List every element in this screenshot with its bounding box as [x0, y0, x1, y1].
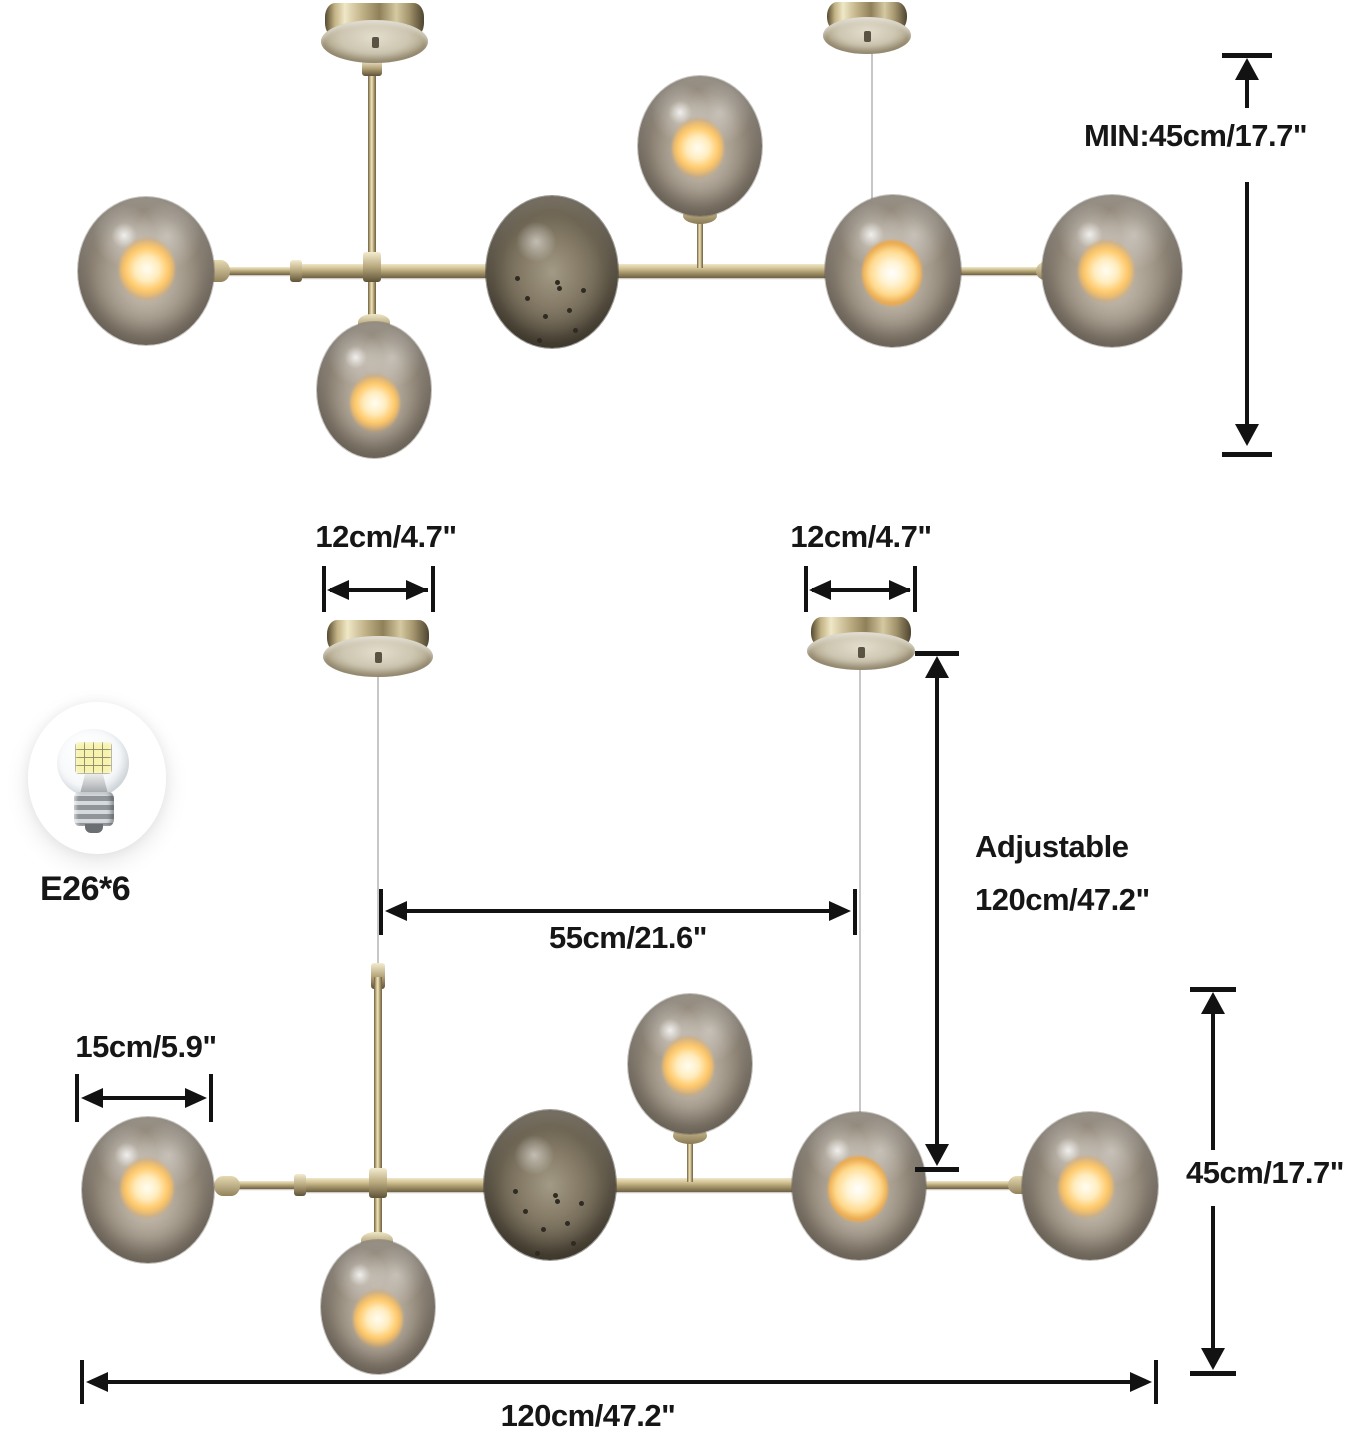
arrowhead-down — [1235, 424, 1259, 446]
arrowhead-left — [385, 901, 407, 921]
rod-connector — [362, 60, 382, 76]
arrowhead-up — [1201, 992, 1225, 1014]
dimension-line — [389, 909, 829, 913]
arrowhead-up — [1235, 58, 1259, 80]
canopy-screw — [858, 646, 865, 658]
dimension-tick — [75, 1074, 79, 1122]
globe-socket — [214, 1176, 240, 1196]
dimension-tick — [1154, 1360, 1158, 1404]
dimension-tick — [431, 566, 435, 612]
dimension-endbar — [1190, 987, 1236, 992]
dimension-line — [1211, 1206, 1215, 1350]
dimension-tick — [913, 566, 917, 612]
dimension-line — [935, 674, 939, 1146]
dimension-tick — [804, 566, 808, 612]
dimension-tick — [379, 889, 383, 935]
adjustable-value-label: 120cm/47.2" — [975, 882, 1150, 917]
bulb-glow — [353, 1290, 403, 1348]
bulb-glow — [350, 374, 400, 432]
arrowhead-left — [81, 1088, 103, 1108]
bar-joint-ring — [294, 1174, 306, 1196]
cross-joint — [369, 1168, 387, 1198]
arrowhead-right — [889, 580, 911, 600]
bulb-contact-tip — [85, 824, 103, 833]
arrowhead-right — [406, 580, 428, 600]
globe-stem — [697, 222, 703, 268]
arrowhead-left — [327, 580, 349, 600]
dimension-line — [1245, 182, 1249, 424]
bulb-glow — [1078, 240, 1134, 302]
canopy-screw — [371, 36, 379, 48]
bulb-glow — [119, 238, 175, 300]
down-rod — [368, 60, 376, 330]
arrowhead-left — [86, 1372, 108, 1392]
bulb-glow — [828, 1156, 888, 1222]
bulb-glow — [672, 118, 724, 178]
dimension-tick — [853, 889, 857, 935]
down-rod — [374, 977, 382, 1245]
glass-globe-back — [486, 196, 618, 348]
dimension-line — [812, 588, 910, 592]
ceiling-canopy — [323, 620, 433, 677]
glass-globe-back — [484, 1110, 616, 1260]
canopy-screw — [864, 31, 871, 43]
fixture-height-label: 45cm/17.7" — [1186, 1155, 1344, 1190]
adjustable-label: Adjustable — [975, 829, 1129, 864]
canopy-spacing-label: 55cm/21.6" — [549, 920, 707, 955]
globe-diameter-label: 15cm/5.9" — [75, 1029, 217, 1064]
ceiling-canopy — [823, 2, 911, 54]
min-drop-label: MIN:45cm/17.7" — [1084, 118, 1308, 153]
ceiling-canopy — [321, 3, 428, 63]
dimension-line — [85, 1096, 185, 1100]
hanging-wire — [871, 52, 873, 268]
dimension-line — [330, 588, 428, 592]
arrowhead-left — [809, 580, 831, 600]
arrowhead-right — [185, 1088, 207, 1108]
dimension-endbar — [1190, 1371, 1236, 1376]
dimension-endbar — [1222, 53, 1272, 58]
arrowhead-right — [829, 901, 851, 921]
hanging-wire — [377, 677, 379, 977]
arrowhead-down — [1201, 1348, 1225, 1370]
bulb-glow — [862, 240, 922, 306]
dimension-line — [1211, 1012, 1215, 1150]
dimension-line — [1245, 74, 1249, 108]
bulb-heat-sink — [80, 774, 108, 794]
ceiling-canopy — [807, 617, 915, 670]
bulb-led-array — [75, 742, 112, 774]
dimension-tick — [209, 1074, 213, 1122]
canopy-width-label: 12cm/4.7" — [790, 519, 932, 554]
canopy-screw — [375, 651, 382, 663]
dimension-tick — [322, 566, 326, 612]
arrowhead-right — [1130, 1372, 1152, 1392]
dimension-endbar — [1222, 452, 1272, 457]
dimension-endbar — [915, 1167, 959, 1172]
hanging-wire — [859, 670, 861, 1114]
dimension-endbar — [915, 651, 959, 656]
arrowhead-down — [925, 1144, 949, 1166]
bulb-glow — [120, 1158, 174, 1218]
cross-joint — [363, 252, 381, 282]
bulb-glow — [662, 1036, 714, 1096]
arrowhead-up — [925, 656, 949, 678]
bulb-screw-base — [74, 792, 114, 826]
canopy-width-label: 12cm/4.7" — [315, 519, 457, 554]
dimension-tick — [80, 1360, 84, 1404]
dimension-line — [90, 1380, 1130, 1384]
bulb-glow — [1058, 1156, 1114, 1218]
globe-stem — [687, 1140, 693, 1182]
bulb-spec-label: E26*6 — [40, 870, 131, 908]
fixture-width-label: 120cm/47.2" — [500, 1398, 676, 1433]
bar-joint-ring — [290, 260, 302, 282]
